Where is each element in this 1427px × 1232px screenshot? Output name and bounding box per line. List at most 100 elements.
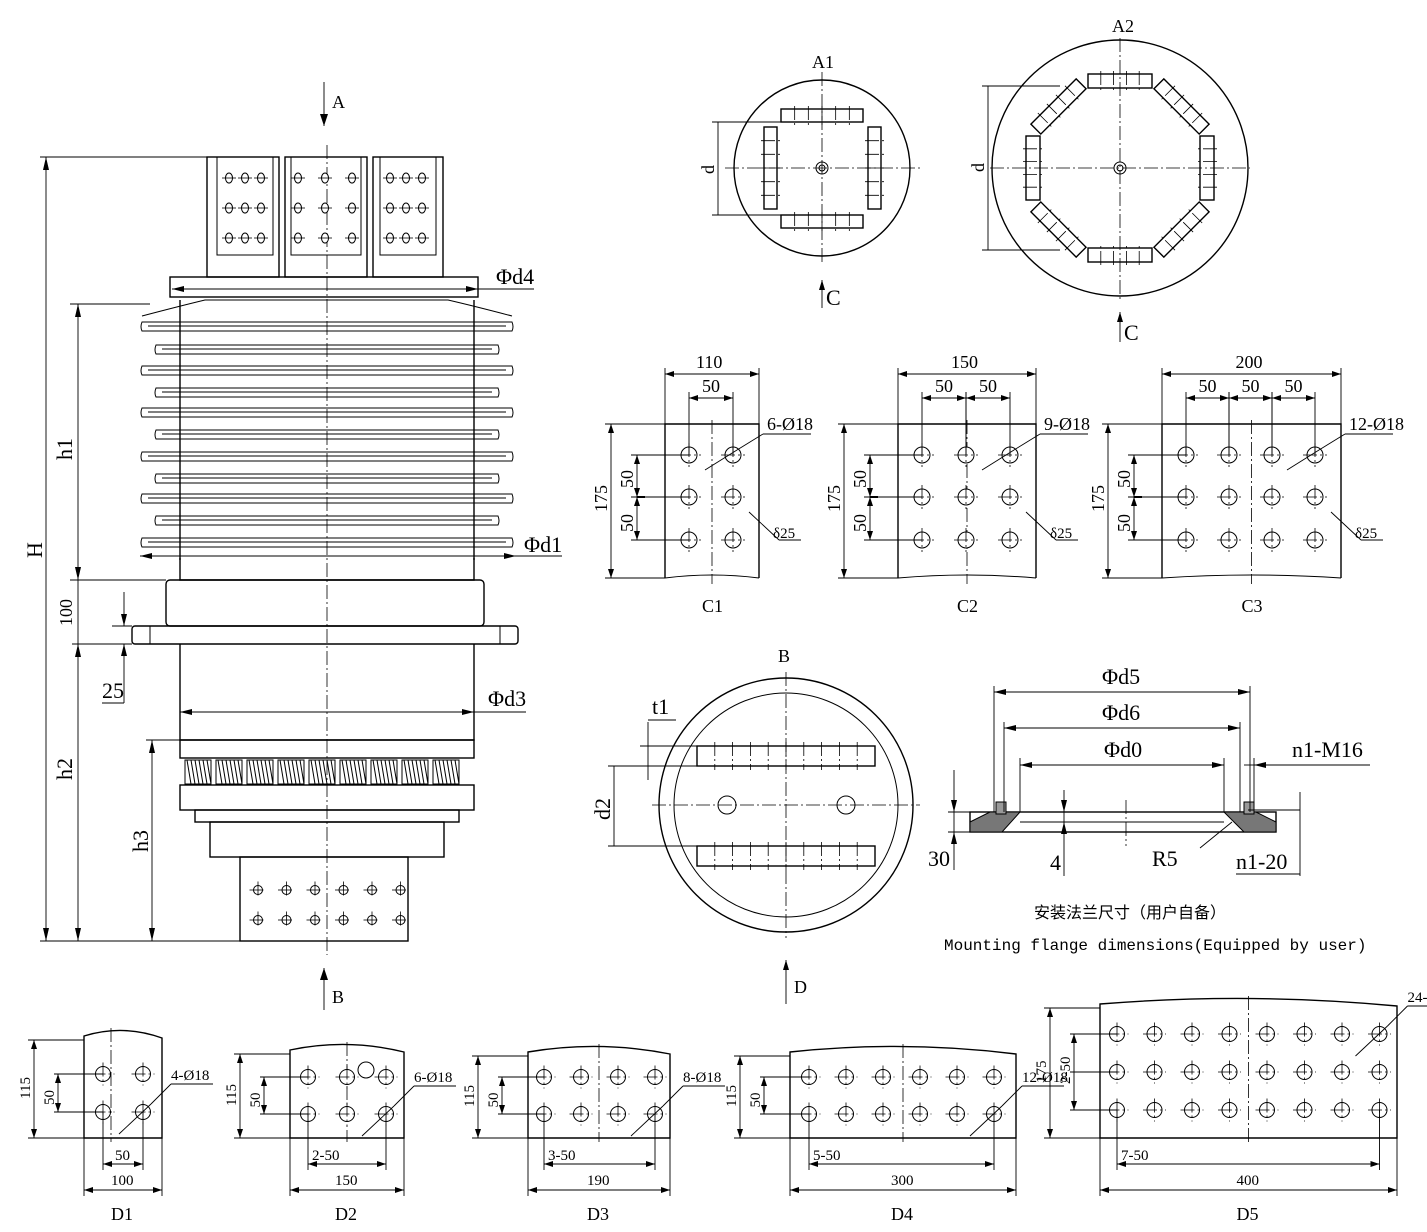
terminal-hole (291, 202, 305, 214)
c-height-label: 175 (591, 485, 611, 512)
c-pitch-label: 50 (935, 376, 953, 396)
dimension-h2: h2 (52, 644, 81, 941)
a1-arrow-c-label: C (826, 285, 841, 310)
view-a1-label: A1 (812, 52, 834, 72)
bolt-hole (643, 1065, 667, 1089)
bolt-hole (306, 881, 324, 899)
bolt-hole (335, 1065, 359, 1089)
d-width-label: 100 (111, 1173, 134, 1189)
shed (140, 451, 514, 462)
c-pitch-label: 50 (979, 376, 997, 396)
c-height-label: 175 (824, 485, 844, 512)
d-vpitch-label: 50 (42, 1090, 58, 1105)
bolt-hole (1293, 1022, 1316, 1046)
dim-H-label: H (22, 542, 47, 558)
d-height-label: 115 (462, 1085, 478, 1107)
bushing-lower-body (131, 558, 519, 942)
shed (140, 407, 514, 418)
dimension-H: H (22, 156, 240, 942)
bottom-terminal-plate (239, 856, 409, 942)
d-width-label: 150 (335, 1173, 358, 1189)
dimension-h3: h3 (128, 739, 180, 941)
view-arrow-a: A (320, 82, 345, 126)
d-width-label: 190 (587, 1173, 610, 1189)
c-pitch-label: 50 (1199, 376, 1217, 396)
spring-contacts (184, 759, 460, 785)
terminal-hole (238, 172, 252, 184)
bolt-hole (1143, 1022, 1166, 1046)
bolt-hole (1260, 485, 1284, 509)
arrow-d-label: D (794, 977, 807, 997)
mounting-flange (131, 625, 519, 645)
bushing-elevation-view: A B H h1 100 (22, 82, 562, 1010)
bolt-hole (335, 881, 352, 899)
terminal-hole (254, 202, 268, 214)
d-pitch-label: 3-50 (548, 1148, 576, 1164)
d-pitch-label: 7-50 (1121, 1148, 1149, 1164)
bolt-hole (363, 881, 381, 899)
terminal-bar (1087, 71, 1153, 91)
dim-h3-label: h3 (128, 830, 153, 852)
n1-m16-label: n1-M16 (1292, 737, 1363, 762)
spring-coil (215, 759, 243, 785)
c-view-name: C2 (957, 596, 978, 616)
r5-label: R5 (1152, 846, 1178, 871)
flange-caption-cn: 安装法兰尺寸（用户自备） (1034, 903, 1226, 922)
bolt-hole (569, 1102, 593, 1126)
view-b: B t1 d2 D (590, 646, 920, 1004)
bolt-hole (249, 881, 267, 899)
d-pitch-label: 2-50 (312, 1148, 340, 1164)
bolt-hole (1293, 1098, 1316, 1122)
terminal-hole (238, 232, 252, 244)
d-pitch-label: 5-50 (813, 1148, 841, 1164)
c-holes-label: 9-Ø18 (1044, 414, 1090, 434)
terminal-hole (345, 202, 359, 214)
d-width-label: 300 (891, 1173, 914, 1189)
dimension-phi-d4: Φd4 (172, 264, 534, 292)
bolt-hole (954, 528, 978, 552)
shed (154, 344, 500, 355)
spring-coil (184, 759, 212, 785)
d-view-name: D1 (111, 1204, 133, 1224)
c-holes-label: 12-Ø18 (1349, 414, 1404, 434)
bolt-hole (1260, 528, 1284, 552)
dim-d2-label: d2 (590, 798, 615, 820)
terminal-hole (383, 202, 397, 214)
bolt-hole (945, 1065, 969, 1089)
bolt-hole (871, 1102, 895, 1126)
bolt-hole (335, 1102, 359, 1126)
bolt-hole (1143, 1098, 1166, 1122)
bolt-hole (998, 528, 1022, 552)
c-v1-label: 50 (1114, 470, 1134, 488)
bolt-hole (306, 911, 324, 929)
bolt-hole (606, 1065, 630, 1089)
bolt-hole (954, 485, 978, 509)
bolt-hole (871, 1065, 895, 1089)
c-width-label: 200 (1236, 352, 1263, 372)
bolt-hole (1293, 1060, 1316, 1084)
bolt-hole (392, 911, 409, 929)
terminal-bar (1087, 245, 1153, 265)
c-pitch-label: 50 (1242, 376, 1260, 396)
bolt-hole (908, 1102, 932, 1126)
shed (140, 365, 514, 376)
d-view-name: D5 (1237, 1204, 1259, 1224)
bolt-hole (834, 1102, 858, 1126)
bolt-hole (998, 485, 1022, 509)
d-holes-label: 12-Ø18 (1022, 1070, 1068, 1086)
bolt-hole (392, 881, 409, 899)
c-view-name: C3 (1242, 596, 1263, 616)
terminal-hole (399, 172, 413, 184)
terminal-hole (345, 232, 359, 244)
phi-d1-label: Φd1 (524, 532, 562, 557)
terminal-hole (399, 232, 413, 244)
phi-d4-label: Φd4 (496, 264, 534, 289)
c-thickness-label: δ25 (773, 526, 795, 542)
terminal-hole (254, 172, 268, 184)
spring-coil (401, 759, 429, 785)
d-view-name: D2 (335, 1204, 357, 1224)
bolt-hole (1330, 1098, 1354, 1122)
